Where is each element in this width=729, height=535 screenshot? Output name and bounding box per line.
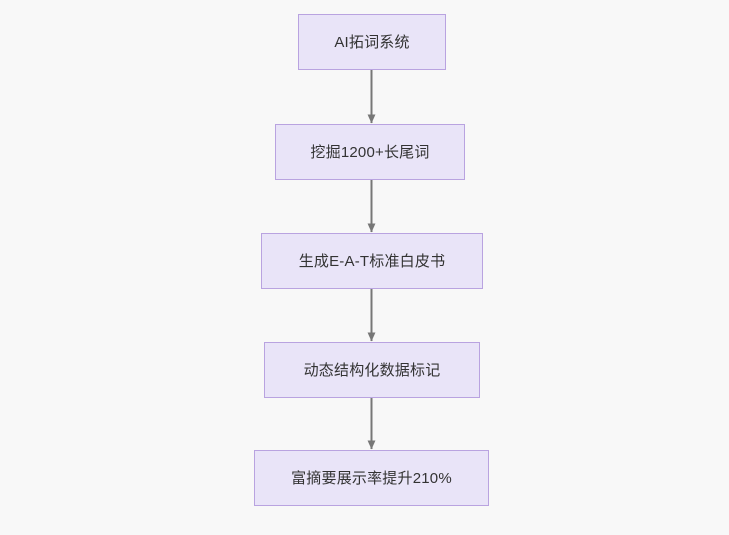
node-label: 生成E-A-T标准白皮书 (298, 252, 446, 270)
node-label: 富摘要展示率提升210% (291, 469, 452, 487)
flowchart-node-rich-snippet-impression-uplift[interactable]: 富摘要展示率提升210% (254, 450, 489, 506)
flowchart-node-dynamic-structured-data-markup[interactable]: 动态结构化数据标记 (264, 342, 480, 398)
flowchart-node-generate-eat-whitepaper[interactable]: 生成E-A-T标准白皮书 (261, 233, 483, 289)
flowchart-node-mine-longtail-keywords[interactable]: 挖掘1200+长尾词 (275, 124, 465, 180)
flowchart-node-ai-keyword-system[interactable]: AI拓词系统 (298, 14, 446, 70)
node-label: AI拓词系统 (334, 33, 410, 51)
node-label: 动态结构化数据标记 (303, 361, 441, 379)
node-label: 挖掘1200+长尾词 (310, 143, 430, 161)
